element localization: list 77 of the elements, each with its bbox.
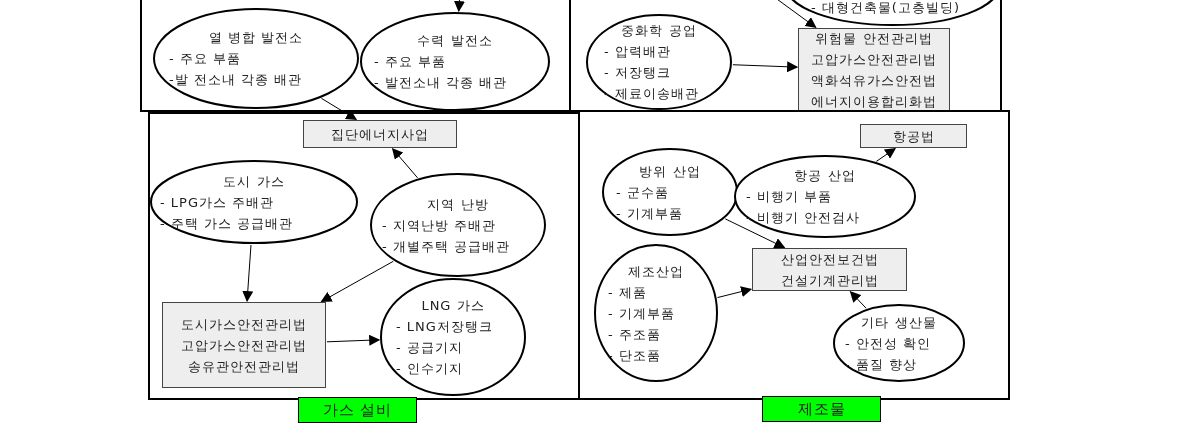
heading-text: 제조산업 xyxy=(628,262,684,281)
law-name: 송유관안전관리법 xyxy=(188,357,300,376)
law-name: 고압가스안전관리법 xyxy=(181,336,307,355)
oval-node xyxy=(370,173,546,277)
list-item: - 군수품 xyxy=(615,183,669,202)
list-item: - 대형건축물(고층빌딩) xyxy=(810,0,960,17)
oval-node xyxy=(150,160,358,244)
oval-node xyxy=(833,304,965,382)
category-label xyxy=(762,396,881,422)
list-item: -발 전소내 각종 배관 xyxy=(168,71,303,89)
list-item: - 주요 부품 xyxy=(373,53,446,71)
arrow xyxy=(242,244,254,303)
arrow xyxy=(732,61,799,73)
list-item: - 비행기 안전검사 xyxy=(745,209,860,227)
law-box xyxy=(303,120,457,148)
list-item: - 지역난방 주배관 xyxy=(381,216,496,235)
category-text: 가스 설비 xyxy=(322,400,393,420)
arrow xyxy=(875,147,897,162)
oval-node xyxy=(594,244,718,382)
heading-text: 열 병합 발전소 xyxy=(208,29,304,47)
list-item: - LPG가스 주배관 xyxy=(159,193,275,212)
list-item: - 주택 가스 공급배관 xyxy=(159,214,294,233)
list-item: - 기계부품 xyxy=(615,204,683,223)
law-name: 건설기계관리법 xyxy=(780,271,879,290)
law-box xyxy=(752,248,907,291)
arrow xyxy=(391,147,419,179)
oval-node xyxy=(153,8,359,109)
list-item: - 비행기 부품 xyxy=(745,188,832,206)
law-name: 집단에너지사업 xyxy=(331,125,429,144)
oval-node xyxy=(586,14,732,110)
list-item: - 공급기지 xyxy=(395,339,463,357)
heading-text: 기타 생산물 xyxy=(861,313,937,332)
law-name: 액화석유가스안전법 xyxy=(811,72,937,90)
list-item: - 제료이송배관 xyxy=(603,85,699,103)
list-item: - 품질 향상 xyxy=(844,355,917,374)
law-name: 도시가스안전관리법 xyxy=(181,315,307,334)
arrow xyxy=(320,260,394,303)
panel-frame xyxy=(578,110,1010,400)
arrow xyxy=(326,334,381,346)
list-item: - 주요 부품 xyxy=(168,50,241,68)
law-name: 고압가스안전관리법 xyxy=(811,51,937,69)
arrow xyxy=(454,0,465,13)
list-item: - 단조품 xyxy=(607,346,661,365)
list-item: - LNG저장탱크 xyxy=(395,318,493,336)
oval-node xyxy=(360,12,550,111)
category-label xyxy=(298,397,417,423)
list-item: - 주조품 xyxy=(607,325,661,344)
law-name: 산업안전보건법 xyxy=(780,250,879,269)
law-name: 에너지이용합리화법 xyxy=(811,93,937,111)
category-text: 제조물 xyxy=(797,399,846,419)
list-item: - 개별주택 공급배관 xyxy=(381,237,510,256)
law-box xyxy=(798,28,950,112)
list-item: - 안전성 확인 xyxy=(844,334,931,353)
list-item: - 기계부품 xyxy=(607,304,675,323)
list-item: - 압력배관 xyxy=(603,43,671,61)
list-item: - 저장탱크 xyxy=(603,64,671,82)
law-name: 위험물 안전관리법 xyxy=(815,30,933,48)
panel-frame xyxy=(148,112,580,400)
heading-text: 도시 가스 xyxy=(223,172,285,191)
law-name: 항공법 xyxy=(892,127,935,146)
arrow xyxy=(724,218,786,249)
list-item: - 인수기지 xyxy=(395,360,463,378)
oval-node xyxy=(380,278,526,396)
arrow xyxy=(716,286,753,299)
law-box xyxy=(162,302,326,388)
law-box xyxy=(860,124,967,148)
heading-text: LNG 가스 xyxy=(421,297,485,315)
oval-node xyxy=(602,148,738,236)
oval-node xyxy=(734,155,916,238)
heading-text: 방위 산업 xyxy=(639,162,701,181)
arrow xyxy=(849,290,867,309)
heading-text: 수력 발전소 xyxy=(417,32,493,50)
heading-text: 중화학 공업 xyxy=(621,22,697,40)
heading-text: 지역 난방 xyxy=(427,195,489,214)
heading-text: 항공 산업 xyxy=(794,167,856,185)
list-item: - 제품 xyxy=(607,283,647,302)
list-item: - 발전소내 각종 배관 xyxy=(373,74,508,92)
